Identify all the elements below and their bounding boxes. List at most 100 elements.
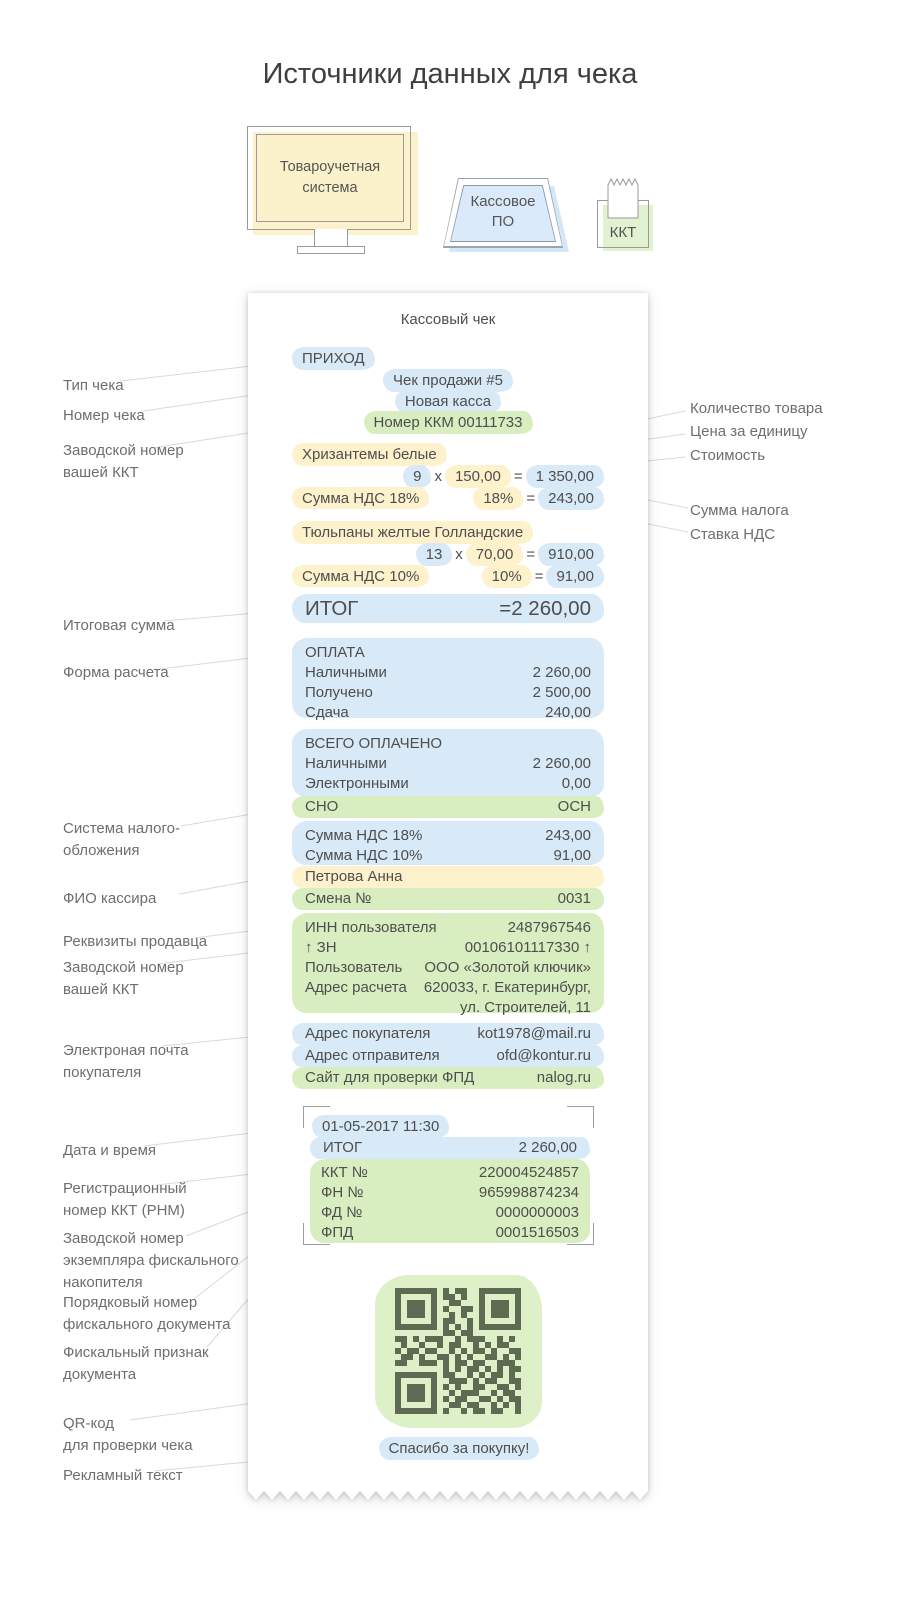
item2-mul: x [455, 546, 463, 563]
fiscal-row-value: 0001516503 [495, 1224, 579, 1241]
item2-qty: 13 [415, 543, 453, 566]
bracket-top-left [303, 1106, 330, 1128]
monitor-shadow [253, 132, 418, 235]
seller-row-value: 620033, г. Екатеринбург, [423, 979, 591, 996]
fiscal-row-label: ФН № [321, 1184, 364, 1201]
item2-vat-eq: = [534, 568, 544, 585]
label-kkt-serial: Заводской номер вашей ККТ [63, 442, 184, 481]
monitor-base [297, 246, 365, 254]
item1-qty: 9 [403, 465, 432, 488]
payment-row-label: Наличными [305, 664, 387, 681]
kkt-label: ККТ [609, 224, 637, 241]
datetime-value: 01-05-2017 11:30 [312, 1115, 450, 1138]
vat-row-label: Сумма НДС 18% [305, 827, 423, 844]
sno-value: ОСН [557, 798, 591, 815]
item1-name-row: Хризантемы белые [292, 443, 604, 466]
item1-vat-calc: 18%=243,00 [473, 487, 604, 510]
label-payment-form: Форма расчета [63, 664, 169, 681]
item1-vat-label: Сумма НДС 18% [292, 487, 430, 509]
fpd-site-row: Сайт для проверки ФПД nalog.ru [292, 1067, 604, 1089]
paid-row-label: Электронными [305, 775, 409, 792]
shift-label: Смена № [305, 890, 372, 907]
seller-row-value: ул. Строителей, 11 [460, 999, 591, 1016]
contact-label: Сайт для проверки ФПД [305, 1069, 475, 1086]
thanks-text: Спасибо за покупку! [378, 1437, 540, 1460]
item1-price: 150,00 [444, 465, 511, 488]
item2-vat-rate: 10% [481, 565, 532, 588]
item1-mul: x [434, 468, 442, 485]
item1-name: Хризантемы белые [292, 443, 447, 466]
sale-name: Чек продажи #5 [383, 369, 513, 392]
label-receipt-number: Номер чека [63, 407, 145, 424]
seller-row-label: ↑ ЗН [305, 939, 337, 956]
qr-code [395, 1288, 521, 1414]
item1-vat-eq: = [526, 490, 536, 507]
shift-row: Смена № 0031 [292, 888, 604, 910]
item2-vat-row: Сумма НДС 10% 10%=91,00 [292, 565, 604, 588]
receipt-type: ПРИХОД [292, 347, 375, 370]
fiscal-row: ФД № 0000000003 [321, 1203, 579, 1223]
contact-label: Адрес покупателя [305, 1025, 431, 1042]
bracket-top-right [567, 1106, 594, 1128]
label-cashier-name: ФИО кассира [63, 890, 157, 907]
paid-total-header: ВСЕГО ОПЛАЧЕНО [305, 735, 443, 752]
seller-row-value: 2487967546 [507, 919, 591, 936]
vat-row-value: 91,00 [553, 847, 591, 864]
pos-inner-fill [451, 186, 555, 241]
payment-row: Получено 2 500,00 [305, 683, 591, 703]
vat-summary-block: Сумма НДС 18%243,00 Сумма НДС 10%91,00 [292, 821, 604, 865]
item2-vat-amount: 91,00 [546, 565, 604, 588]
fiscal-row-value: 0000000003 [495, 1204, 579, 1221]
item1-vat-row: Сумма НДС 18% 18%=243,00 [292, 487, 604, 510]
label-qr-code: QR-код для проверки чека [63, 1415, 193, 1454]
fiscal-total-row: ИТОГ 2 260,00 [310, 1137, 590, 1159]
label-fn-serial: Заводской номер экземпляра фискального н… [63, 1230, 239, 1291]
seller-row-label: Пользователь [305, 959, 403, 976]
seller-row-value: ООО «Золотой ключик» [424, 959, 591, 976]
label-item-quantity: Количество товара [690, 400, 823, 417]
label-fd-number: Порядковый номер фискального документа [63, 1294, 231, 1333]
label-fpd-sign: Фискальный признак документа [63, 1344, 209, 1383]
monitor-neck [314, 229, 348, 246]
register-name-row: Новая касса [292, 390, 604, 413]
cashier-name: Петрова Анна [305, 868, 403, 885]
payment-row-value: 2 500,00 [532, 684, 591, 701]
seller-row: Пользователь ООО «Золотой ключик» [305, 958, 591, 978]
sender-email-row: Адрес отправителя ofd@kontur.ru [292, 1045, 604, 1067]
contact-value: kot1978@mail.ru [477, 1025, 591, 1042]
item2-amount: 910,00 [538, 543, 604, 566]
item2-name-row: Тюльпаны желтые Голландские [292, 521, 604, 544]
item2-vat-label: Сумма НДС 10% [292, 565, 430, 587]
qr-blob [375, 1275, 542, 1428]
label-tax-system: Система налого- обложения [63, 820, 180, 859]
total-label: ИТОГ [305, 597, 359, 620]
payment-header: ОПЛАТА [305, 644, 365, 661]
vat-summary-row: Сумма НДС 10%91,00 [305, 846, 591, 866]
contact-label: Адрес отправителя [305, 1047, 440, 1064]
receipt-type-row: ПРИХОД [292, 347, 604, 370]
item2-eq: = [526, 546, 536, 563]
label-buyer-email: Электроная почта покупателя [63, 1042, 189, 1081]
monitor-screen: Товароучетная система [256, 134, 404, 222]
fiscal-row-label: ФД № [321, 1204, 363, 1221]
paid-row-value: 2 260,00 [532, 755, 591, 772]
contact-value: nalog.ru [536, 1069, 591, 1086]
label-total-sum: Итоговая сумма [63, 617, 175, 634]
payment-row-label: Сдача [305, 704, 349, 721]
receipt: Кассовый чек ПРИХОД Чек продажи #5 Новая… [248, 293, 648, 1500]
sno-row: СНО ОСН [292, 796, 604, 818]
fiscal-row-value: 220004524857 [478, 1164, 579, 1181]
page-title: Источники данных для чека [262, 58, 638, 90]
sno-label: СНО [305, 798, 339, 815]
payment-row-label: Получено [305, 684, 373, 701]
